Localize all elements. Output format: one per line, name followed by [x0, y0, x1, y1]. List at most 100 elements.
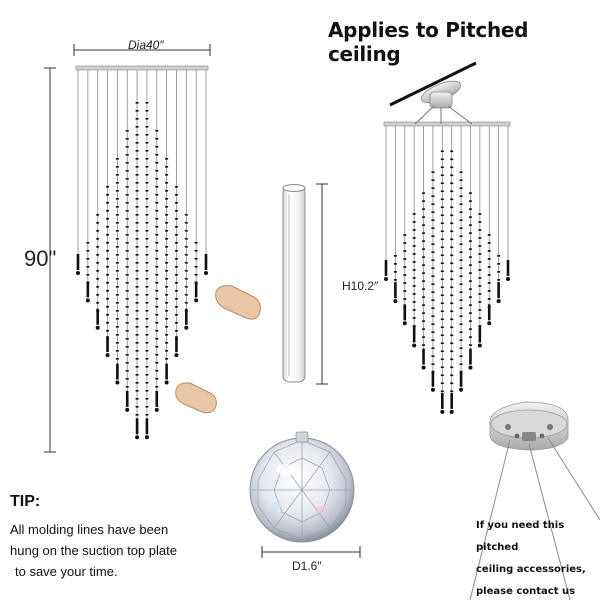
- crystal-bead: [145, 294, 149, 296]
- crystal-bead: [459, 187, 463, 189]
- crystal-bead: [155, 346, 159, 348]
- contact-line: please contact us: [476, 586, 576, 597]
- crystal-bead: [106, 274, 110, 276]
- crystal-bead: [459, 243, 463, 245]
- crystal-bead: [412, 253, 416, 255]
- crystal-bead: [459, 299, 463, 301]
- crystal-bead: [125, 362, 129, 364]
- crystal-bead: [96, 302, 100, 304]
- crystal-bead: [440, 390, 444, 393]
- crystal-bead: [393, 263, 397, 265]
- crystal-bead: [478, 325, 482, 327]
- crystal-bead: [115, 326, 119, 328]
- crystal-bead: [135, 350, 139, 352]
- crystal-bead: [450, 374, 454, 377]
- crystal-bead: [431, 179, 435, 181]
- crystal-bead: [115, 350, 119, 352]
- crystal-bead: [468, 296, 472, 298]
- crystal-bead: [184, 222, 188, 224]
- crystal-bead: [145, 214, 149, 216]
- crystal-ball-drop: [194, 298, 199, 303]
- crystal-bead: [431, 291, 435, 293]
- crystal-bead: [487, 250, 491, 252]
- crystal-bead: [393, 279, 397, 281]
- crystal-bead: [450, 174, 454, 177]
- crystal-bead: [459, 211, 463, 213]
- canopy-bar: [75, 65, 209, 71]
- crystal-tube: [282, 184, 306, 383]
- crystal-drop: [403, 304, 407, 321]
- crystal-bead: [450, 158, 454, 161]
- crystal-bead: [450, 350, 454, 353]
- crystal-bead: [155, 146, 159, 148]
- crystal-bead: [135, 110, 139, 112]
- crystal-bead: [155, 154, 159, 156]
- crystal-bead: [125, 210, 129, 212]
- crystal-bead: [422, 264, 426, 266]
- crystal-bead: [106, 330, 110, 332]
- crystal-bead: [194, 258, 198, 260]
- crystal-bead: [450, 166, 454, 169]
- crystal-bead: [440, 262, 444, 265]
- crystal-bead: [422, 312, 426, 314]
- crystal-bead: [125, 330, 129, 332]
- crystal-bead: [165, 350, 169, 352]
- crystal-bead: [145, 366, 149, 368]
- crystal-bead: [145, 270, 149, 272]
- crystal-bead: [135, 334, 139, 336]
- crystal-bead: [135, 150, 139, 152]
- crystal-bead: [145, 358, 149, 360]
- crystal-bead: [450, 358, 454, 361]
- crystal-bead: [450, 270, 454, 273]
- crystal-bead: [145, 334, 149, 336]
- crystal-bead: [174, 250, 178, 252]
- crystal-bead: [478, 213, 482, 215]
- crystal-bead: [440, 334, 444, 337]
- crystal-bead: [422, 208, 426, 210]
- crystal-bead: [184, 294, 188, 296]
- crystal-bead: [155, 234, 159, 236]
- contact-line: ceiling accessories,: [476, 564, 586, 575]
- crystal-bead: [115, 182, 119, 184]
- crystal-bead: [135, 134, 139, 136]
- crystal-bead: [422, 336, 426, 338]
- crystal-bead: [440, 350, 444, 353]
- crystal-bead: [145, 262, 149, 264]
- crystal-bead: [440, 174, 444, 177]
- crystal-bead: [478, 269, 482, 271]
- crystal-bead: [459, 259, 463, 261]
- crystal-bead: [165, 286, 169, 288]
- crystal-ball-drop: [384, 277, 388, 281]
- crystal-bead: [468, 256, 472, 258]
- crystal-bead: [412, 237, 416, 239]
- crystal-bead: [165, 206, 169, 208]
- crystal-ball-drop: [468, 365, 473, 370]
- crystal-bead: [412, 325, 416, 327]
- crystal-bead: [165, 182, 169, 184]
- crystal-bead: [174, 218, 178, 220]
- ceiling-accessory-plate: [469, 401, 600, 600]
- crystal-bead: [86, 258, 90, 260]
- crystal-bead: [125, 218, 129, 220]
- crystal-ball-drop: [449, 409, 454, 414]
- crystal-bead: [145, 382, 149, 384]
- crystal-bead: [115, 294, 119, 296]
- crystal-bead: [174, 234, 178, 236]
- finger-pointer-bottom: [175, 382, 217, 414]
- crystal-bead: [125, 314, 129, 316]
- crystal-bead: [115, 206, 119, 208]
- crystal-bead: [450, 214, 454, 217]
- crystal-bead: [174, 282, 178, 284]
- crystal-bead: [135, 158, 139, 160]
- crystal-bead: [165, 358, 169, 360]
- crystal-bead: [135, 166, 139, 168]
- headline: Applies to Pitched ceiling: [328, 18, 529, 66]
- crystal-bead: [431, 211, 435, 213]
- crystal-bead: [106, 314, 110, 316]
- crystal-bead: [125, 258, 129, 260]
- crystal-bead: [174, 266, 178, 268]
- crystal-bead: [422, 240, 426, 242]
- crystal-ball-drop: [393, 299, 398, 304]
- crystal-bead: [422, 200, 426, 202]
- crystal-bead: [165, 342, 169, 344]
